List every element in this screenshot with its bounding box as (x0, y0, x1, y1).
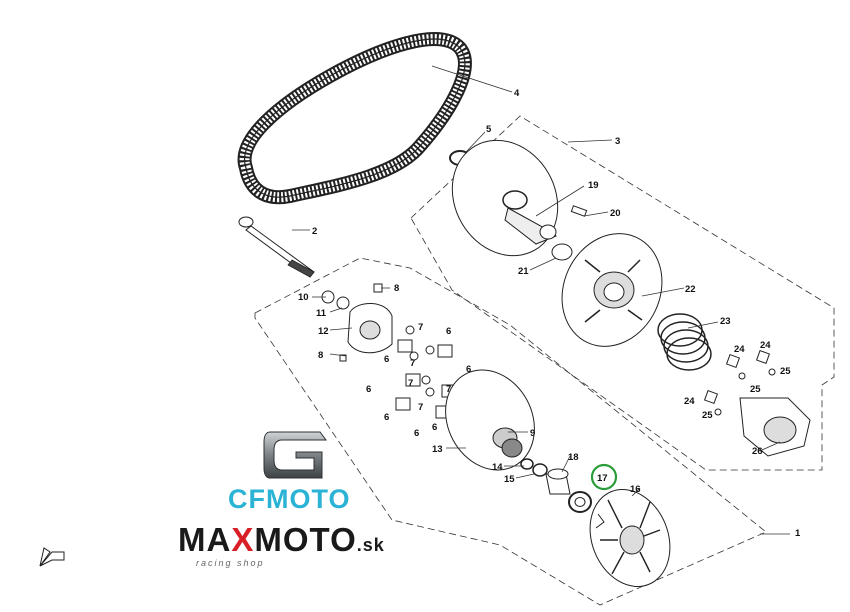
fixed-sheave-16 (589, 489, 671, 587)
callout-7c: 7 (408, 378, 413, 389)
direction-arrow-icon (39, 547, 65, 567)
maxmoto-tagline: racing shop (196, 558, 265, 568)
driven-sheave (451, 139, 573, 261)
callout-6b: 6 (384, 354, 389, 365)
drive-group-outline (254, 257, 767, 606)
callout-8a: 8 (394, 283, 399, 294)
maxmoto-wordmark: MAXMOTO.sk (178, 521, 385, 559)
bolt-2 (238, 216, 315, 278)
callout-1: 1 (795, 528, 801, 539)
callout-24c: 24 (684, 396, 695, 407)
spring-23 (657, 313, 712, 371)
fasteners-24-25 (703, 349, 776, 416)
callout-16: 16 (630, 484, 641, 495)
key-20 (570, 205, 588, 217)
leader-lines (292, 65, 790, 535)
callout-20: 20 (610, 208, 621, 219)
highlight-circle-17 (590, 463, 618, 491)
driven-group-outline (410, 115, 835, 471)
callout-4: 4 (514, 88, 520, 99)
callout-7d: 7 (446, 384, 451, 395)
callout-26: 26 (752, 446, 763, 457)
callout-3: 3 (615, 136, 620, 147)
callout-15: 15 (504, 474, 515, 485)
callout-2: 2 (312, 226, 317, 237)
maxmoto-prefix: MA (178, 521, 232, 558)
callout-23: 23 (720, 316, 731, 327)
driven-cam-22 (561, 233, 663, 347)
group-outlines (254, 115, 835, 606)
callout-6d: 6 (366, 384, 371, 395)
callout-10: 10 (298, 292, 309, 303)
callout-12: 12 (318, 326, 329, 337)
callout-19: 19 (588, 180, 599, 191)
bearing-17 (568, 491, 592, 513)
callout-14: 14 (492, 462, 503, 473)
callout-11: 11 (316, 308, 327, 319)
callout-6a: 6 (446, 326, 451, 337)
callout-6g: 6 (432, 422, 437, 433)
cfmoto-wordmark: CFMOTO (228, 484, 351, 514)
callout-21: 21 (518, 266, 529, 277)
callout-22: 22 (685, 284, 696, 295)
callout-18: 18 (568, 452, 579, 463)
callout-9: 9 (530, 428, 535, 439)
callout-24b: 24 (760, 340, 771, 351)
callout-6f: 6 (414, 428, 419, 439)
drive-clutch-parts (321, 283, 457, 419)
callout-25c: 25 (702, 410, 713, 421)
maxmoto-x: X (231, 521, 255, 558)
washers (520, 458, 571, 495)
callout-7e: 7 (418, 402, 423, 413)
callout-13: 13 (432, 444, 443, 455)
callout-25b: 25 (780, 366, 791, 377)
cfmoto-emblem-icon (263, 431, 327, 479)
callout-6e: 6 (384, 412, 389, 423)
callout-24a: 24 (734, 344, 745, 355)
callout-7b: 7 (410, 358, 415, 369)
callout-8b: 8 (318, 350, 323, 361)
maxmoto-suffix: MOTO (254, 521, 357, 558)
drive-belt (237, 32, 472, 205)
movable-sheave-13 (445, 369, 535, 471)
callout-25a: 25 (750, 384, 761, 395)
callout-numbers: 1 2 3 4 5 6 6 6 6 6 6 6 7 7 7 7 7 8 8 9 … (298, 88, 801, 539)
callout-6c: 6 (466, 364, 471, 375)
callout-7a: 7 (418, 322, 423, 333)
callout-17: 17 (597, 473, 608, 484)
maxmoto-tld: .sk (356, 535, 385, 555)
callout-5: 5 (486, 124, 492, 135)
cover-26 (739, 397, 811, 457)
